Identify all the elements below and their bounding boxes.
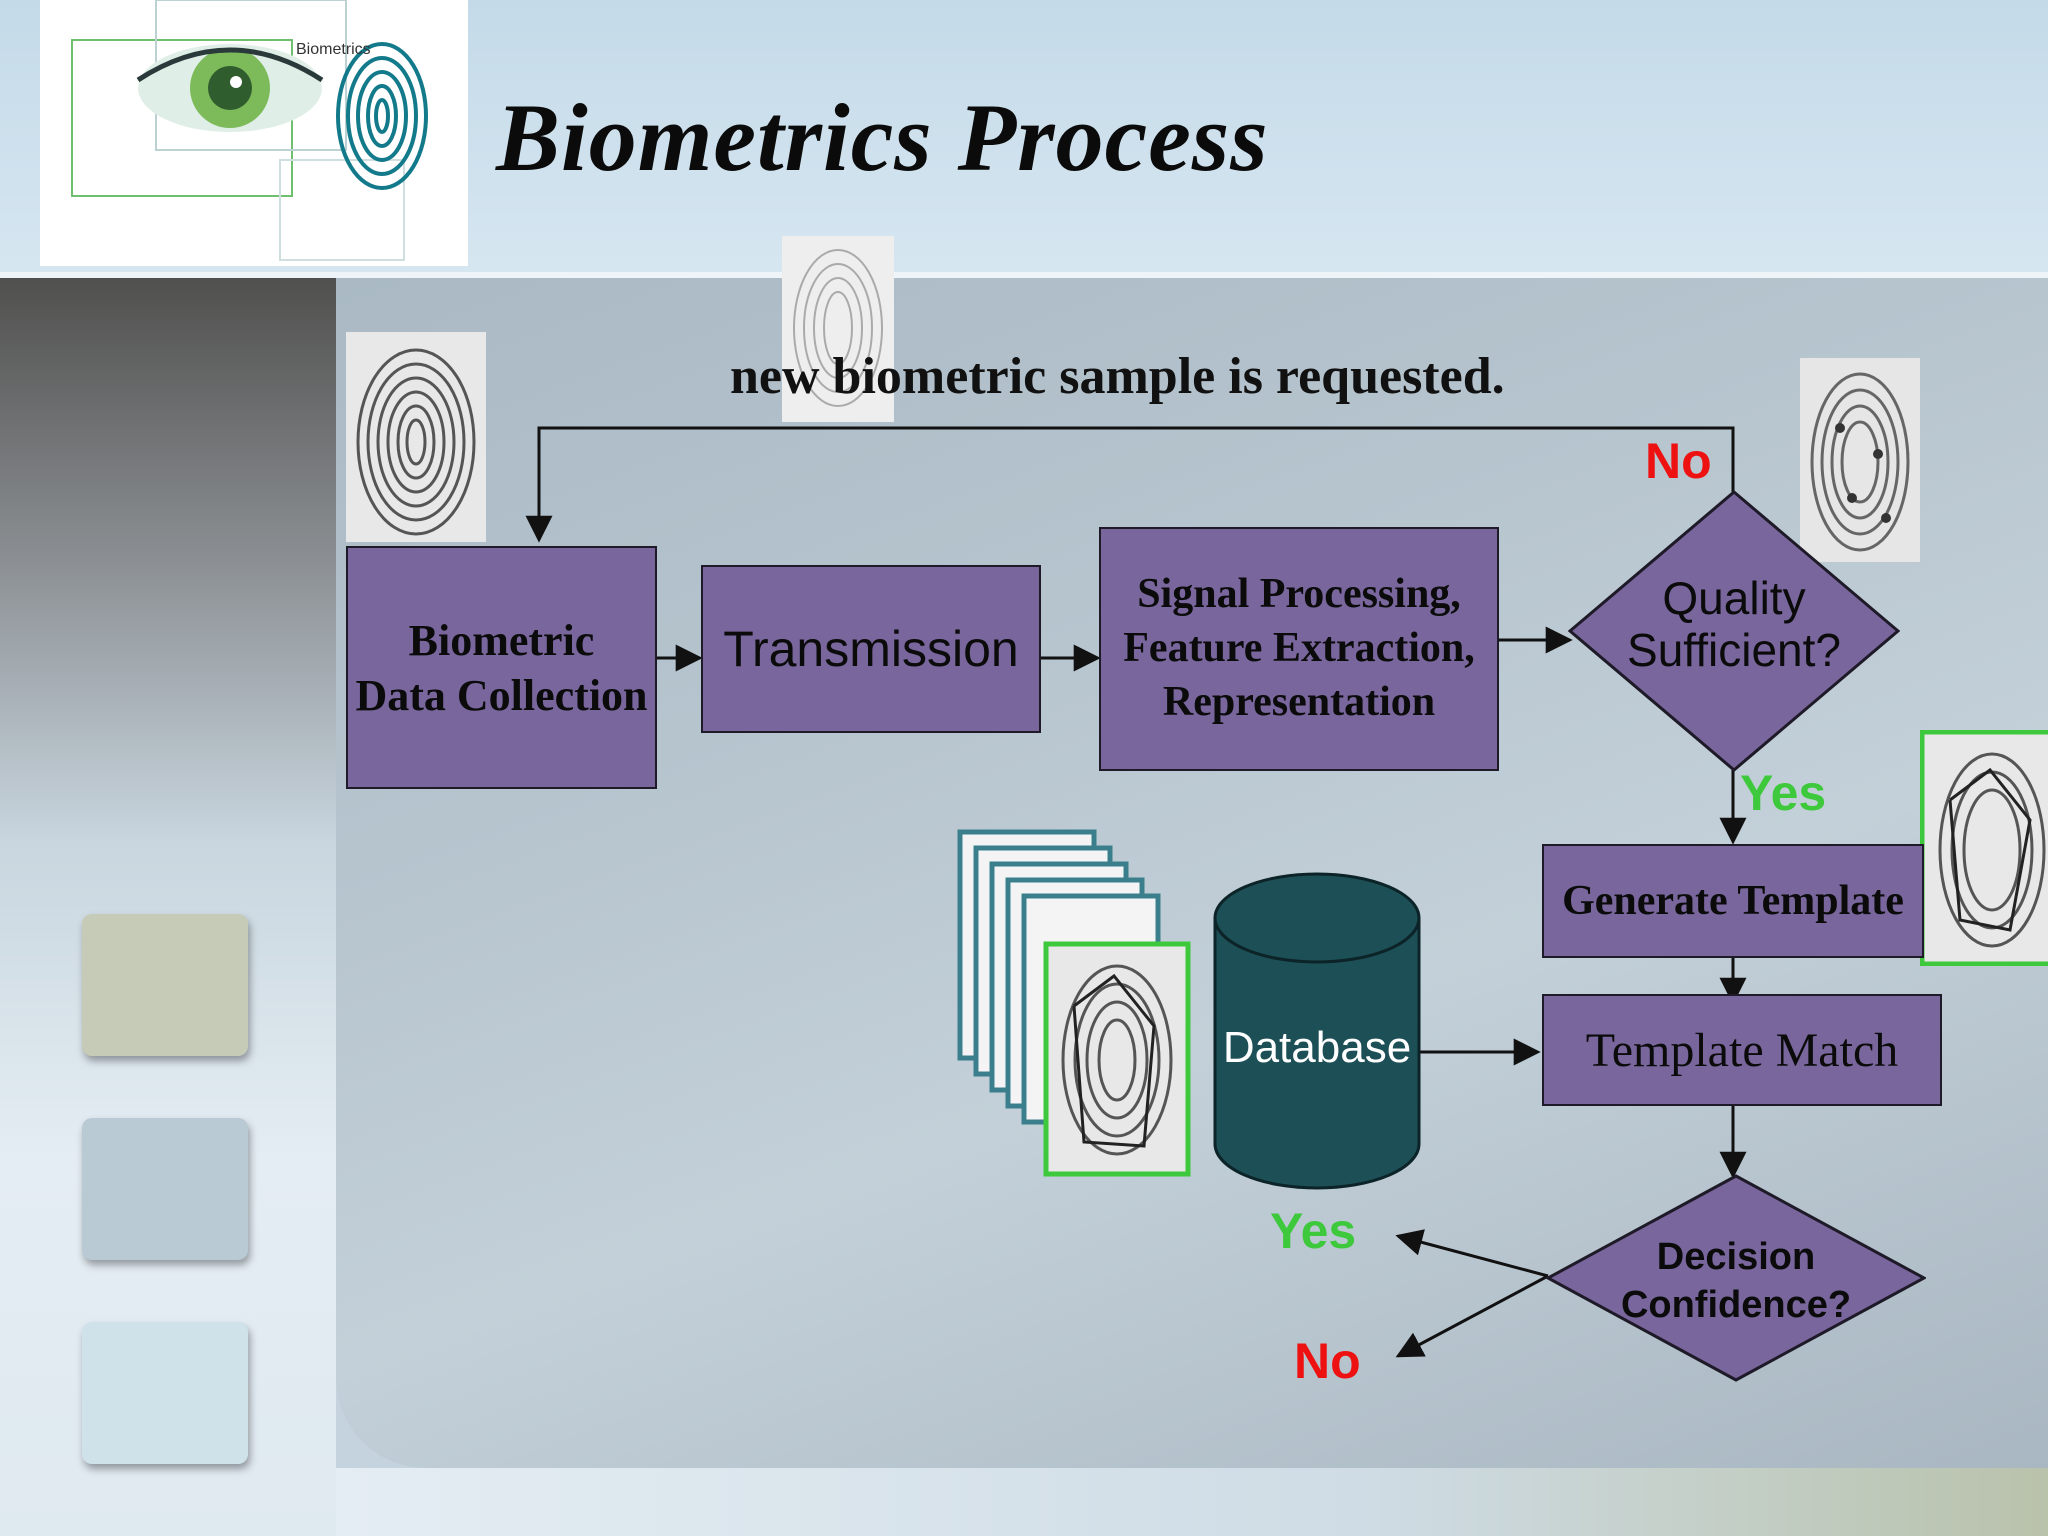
- step-generate-template: Generate Template: [1542, 844, 1924, 958]
- decision-no-label: No: [1294, 1333, 1361, 1389]
- footer-band: [336, 1468, 2048, 1536]
- decision-quality-sufficient: Quality Sufficient?: [1568, 490, 1900, 772]
- diamond-label: Sufficient?: [1627, 624, 1841, 676]
- step-label: Template Match: [1585, 1023, 1899, 1077]
- step-label: Generate Template: [1562, 878, 1904, 924]
- fingerprint-icon: [336, 42, 428, 190]
- decor-swatch-blue: [82, 1118, 248, 1260]
- diamond-label: Quality: [1662, 572, 1805, 624]
- slide-title: Biometrics Process: [496, 84, 1269, 191]
- step-label: Signal Processing,: [1137, 571, 1461, 618]
- diamond-label: Decision: [1657, 1236, 1815, 1278]
- database-cylinder-icon: Database: [1213, 872, 1421, 1190]
- step-biometric-data-collection: Biometric Data Collection: [346, 546, 657, 789]
- quality-no-label: No: [1645, 433, 1712, 489]
- header-divider: [0, 272, 2048, 278]
- logo-graphic: Biometrics: [71, 0, 428, 261]
- step-label: Representation: [1162, 678, 1436, 725]
- arrow-decision-no: [1395, 1274, 1549, 1358]
- loop-caption: new biometric sample is requested.: [730, 348, 1505, 405]
- biometrics-logo: Biometrics: [40, 0, 468, 266]
- logo-text: Biometrics: [296, 41, 371, 58]
- decor-swatch-olive: [82, 914, 248, 1056]
- step-label: Biometric: [408, 615, 595, 665]
- step-label: Data Collection: [355, 670, 648, 720]
- loop-back-arrow: [525, 426, 1735, 543]
- step-template-match: Template Match: [1542, 994, 1942, 1106]
- step-label: Transmission: [723, 621, 1019, 677]
- fingerprint-image: [782, 236, 894, 422]
- decision-yes-label: Yes: [1270, 1203, 1357, 1259]
- decision-confidence: Decision Confidence?: [1546, 1174, 1926, 1382]
- arrow-decision-yes: [1395, 1229, 1549, 1278]
- fingerprint-image: [346, 332, 486, 542]
- fingerprint-image: [1920, 730, 2048, 966]
- eye-icon: [136, 44, 324, 132]
- diamond-label: Confidence?: [1621, 1284, 1851, 1326]
- step-transmission: Transmission: [701, 565, 1041, 733]
- quality-yes-label: Yes: [1740, 765, 1827, 821]
- decor-swatch-light: [82, 1322, 248, 1464]
- step-label: Feature Extraction,: [1123, 625, 1475, 672]
- database-label: Database: [1223, 1023, 1411, 1072]
- step-signal-processing: Signal Processing, Feature Extraction, R…: [1099, 527, 1499, 771]
- template-card-stack: [957, 829, 1191, 1177]
- fingerprint-image: [1800, 358, 1920, 562]
